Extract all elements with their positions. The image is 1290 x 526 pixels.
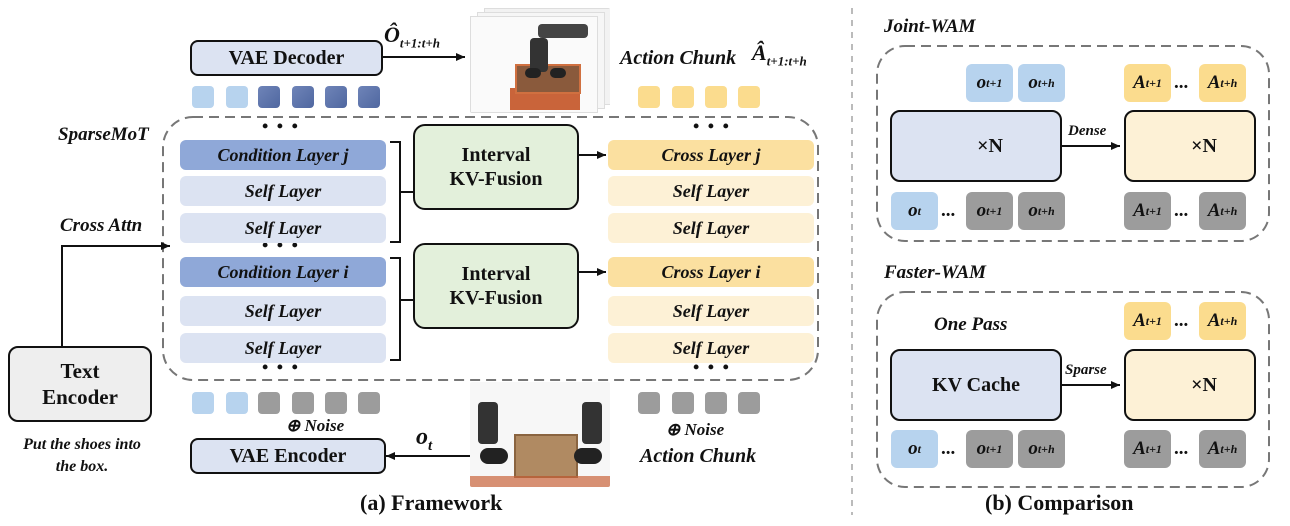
cross-layer-i: Cross Layer i	[608, 257, 814, 287]
latent-token	[358, 86, 380, 108]
language-instruction: Put the shoes into the box.	[23, 436, 141, 475]
faster-wam-title: Faster-WAM	[884, 262, 987, 283]
joint-video-block: ×N	[890, 110, 1062, 182]
joint-wam-frame	[876, 45, 1270, 242]
noise-token	[358, 392, 380, 414]
vae-decoder: VAE Decoder	[190, 40, 383, 76]
ellipsis-dots: • • •	[693, 116, 731, 136]
latent-token	[325, 86, 347, 108]
noise-label-right: ⊕ Noise	[666, 420, 725, 439]
self-layer: Self Layer	[608, 176, 814, 206]
sparse-label: Sparse	[1065, 362, 1107, 378]
ellipsis: ...	[1174, 310, 1189, 331]
noise-token	[738, 392, 760, 414]
joint-wam-title: Joint-WAM	[884, 16, 976, 37]
latent-token	[292, 86, 314, 108]
faster-wam-frame	[876, 291, 1270, 488]
cross-attn-arrow	[61, 242, 170, 346]
condition-layer-j: Condition Layer j	[180, 140, 386, 170]
noise-token	[325, 392, 347, 414]
ellipsis: ...	[1174, 200, 1189, 221]
ellipsis-dots: • • •	[262, 116, 300, 136]
action-chunk-bottom-label: Action Chunk	[640, 445, 757, 467]
action-token	[672, 86, 694, 108]
kv-cache-block: KV Cache	[890, 349, 1062, 421]
self-layer: Self Layer	[180, 213, 386, 243]
action-chunk-top-label: Action Chunk	[620, 47, 737, 69]
noise-token	[638, 392, 660, 414]
noise-token	[292, 392, 314, 414]
bracket-upper	[390, 141, 413, 243]
predicted-action-label: Ât+1:t+h	[752, 40, 807, 69]
condition-layer-i: Condition Layer i	[180, 257, 386, 287]
noise-token	[258, 392, 280, 414]
action-token	[738, 86, 760, 108]
latent-token	[258, 86, 280, 108]
latent-token	[226, 392, 248, 414]
self-layer: Self Layer	[180, 176, 386, 206]
cross-attn-label: Cross Attn	[60, 215, 143, 236]
sparsemot-label: SparseMoT	[58, 124, 149, 145]
one-pass-label: One Pass	[934, 314, 1008, 335]
text-encoder: Text Encoder	[8, 346, 152, 422]
faster-action-block: ×N	[1124, 349, 1256, 421]
current-observation-image	[470, 382, 610, 487]
vae-encoder: VAE Encoder	[190, 438, 386, 474]
action-token	[638, 86, 660, 108]
latent-token	[192, 86, 214, 108]
self-layer: Self Layer	[180, 333, 386, 363]
self-layer: Self Layer	[608, 213, 814, 243]
caption-comparison: (b) Comparison	[985, 490, 1134, 515]
ellipsis: ...	[941, 438, 956, 459]
noise-label-left: ⊕ Noise	[286, 416, 345, 435]
latent-token	[226, 86, 248, 108]
bracket-lower	[390, 257, 413, 361]
latent-token	[192, 392, 214, 414]
predicted-observation-label: Ôt+1:t+h	[384, 22, 440, 51]
ellipsis: ...	[941, 200, 956, 221]
noise-token	[672, 392, 694, 414]
self-layer: Self Layer	[180, 296, 386, 326]
predicted-frames-image	[470, 8, 610, 113]
action-token	[705, 86, 727, 108]
joint-action-block: ×N	[1124, 110, 1256, 182]
ellipsis: ...	[1174, 438, 1189, 459]
ellipsis: ...	[1174, 72, 1189, 93]
noise-token	[705, 392, 727, 414]
self-layer: Self Layer	[608, 333, 814, 363]
observation-label: ot	[416, 424, 433, 454]
caption-framework: (a) Framework	[360, 490, 503, 515]
cross-layer-j: Cross Layer j	[608, 140, 814, 170]
self-layer: Self Layer	[608, 296, 814, 326]
dense-label: Dense	[1068, 123, 1107, 139]
